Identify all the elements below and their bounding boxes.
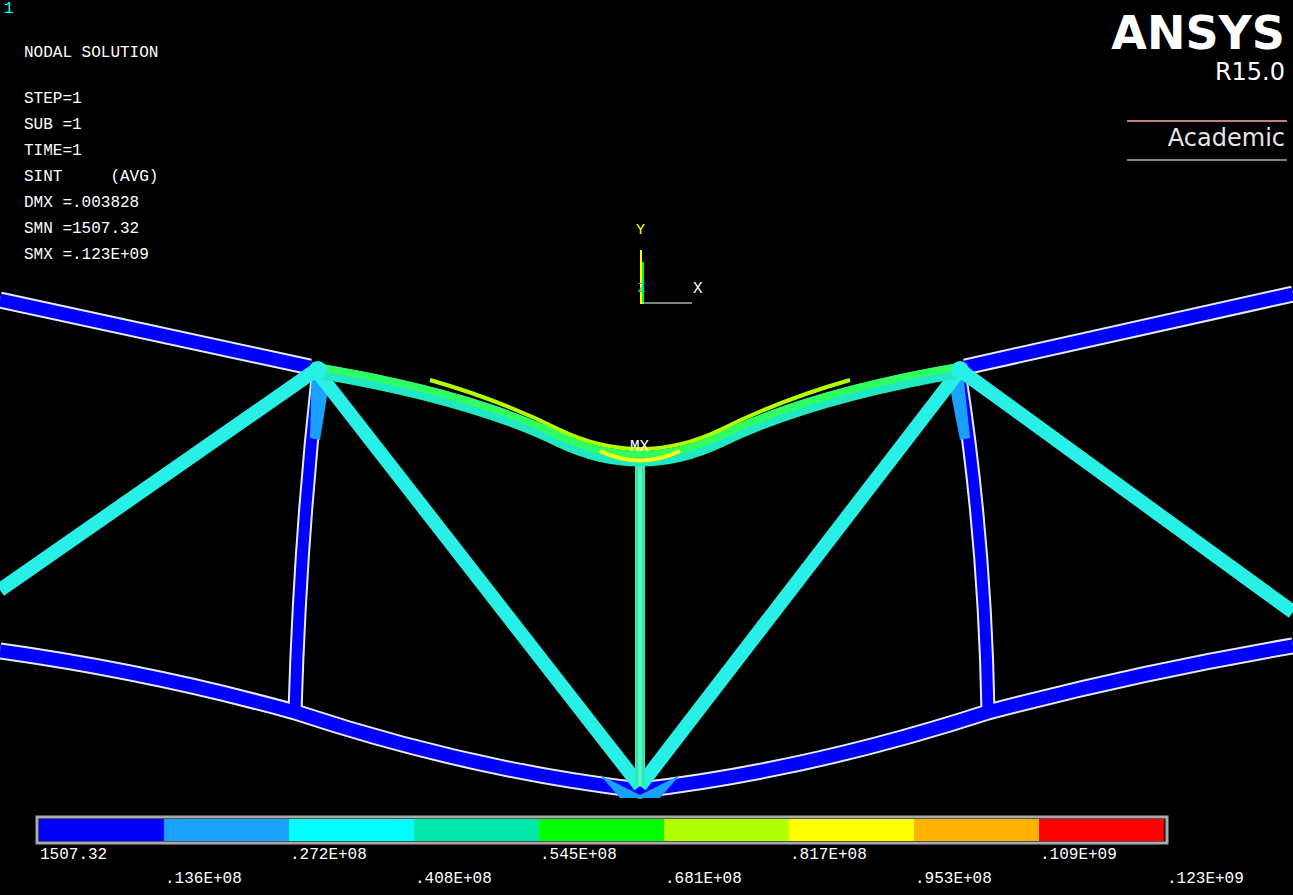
info-line: STEP=1 (24, 90, 82, 109)
legend-swatch (1039, 819, 1164, 841)
window-number: 1 (4, 0, 14, 19)
legend-value: .408E+08 (415, 870, 492, 889)
info-line: SMN =1507.32 (24, 220, 139, 239)
legend-swatch (164, 819, 289, 841)
legend-value: .136E+08 (165, 870, 242, 889)
legend-swatch (289, 819, 414, 841)
info-line: DMX =.003828 (24, 194, 139, 213)
axis-label: Y (636, 222, 645, 240)
legend-swatch (39, 819, 164, 841)
legend-swatch (789, 819, 914, 841)
legend-swatch (914, 819, 1039, 841)
plot-title: NODAL SOLUTION (24, 44, 158, 63)
legend-value: .123E+09 (1167, 870, 1244, 889)
info-line: SUB =1 (24, 116, 82, 135)
legend-swatch (539, 819, 664, 841)
info-line: SMX =.123E+09 (24, 246, 149, 265)
logo-text: ANSYS (1111, 6, 1285, 61)
legend-value: .953E+08 (915, 870, 992, 889)
version-text: R15.0 (1215, 58, 1285, 87)
axis-label: X (693, 280, 703, 299)
legend-value: .817E+08 (790, 846, 867, 865)
license-text: Academic (1168, 124, 1285, 153)
info-line: TIME=1 (24, 142, 82, 161)
legend-value: .681E+08 (665, 870, 742, 889)
max-marker: MX (630, 438, 649, 457)
legend-value: .109E+09 (1040, 846, 1117, 865)
legend-value: .272E+08 (290, 846, 367, 865)
legend-value: 1507.32 (40, 846, 107, 865)
axis-label: Z (638, 282, 645, 296)
info-line: SINT (AVG) (24, 168, 158, 187)
legend-value: .545E+08 (540, 846, 617, 865)
legend-swatch (664, 819, 789, 841)
legend-swatch (414, 819, 539, 841)
